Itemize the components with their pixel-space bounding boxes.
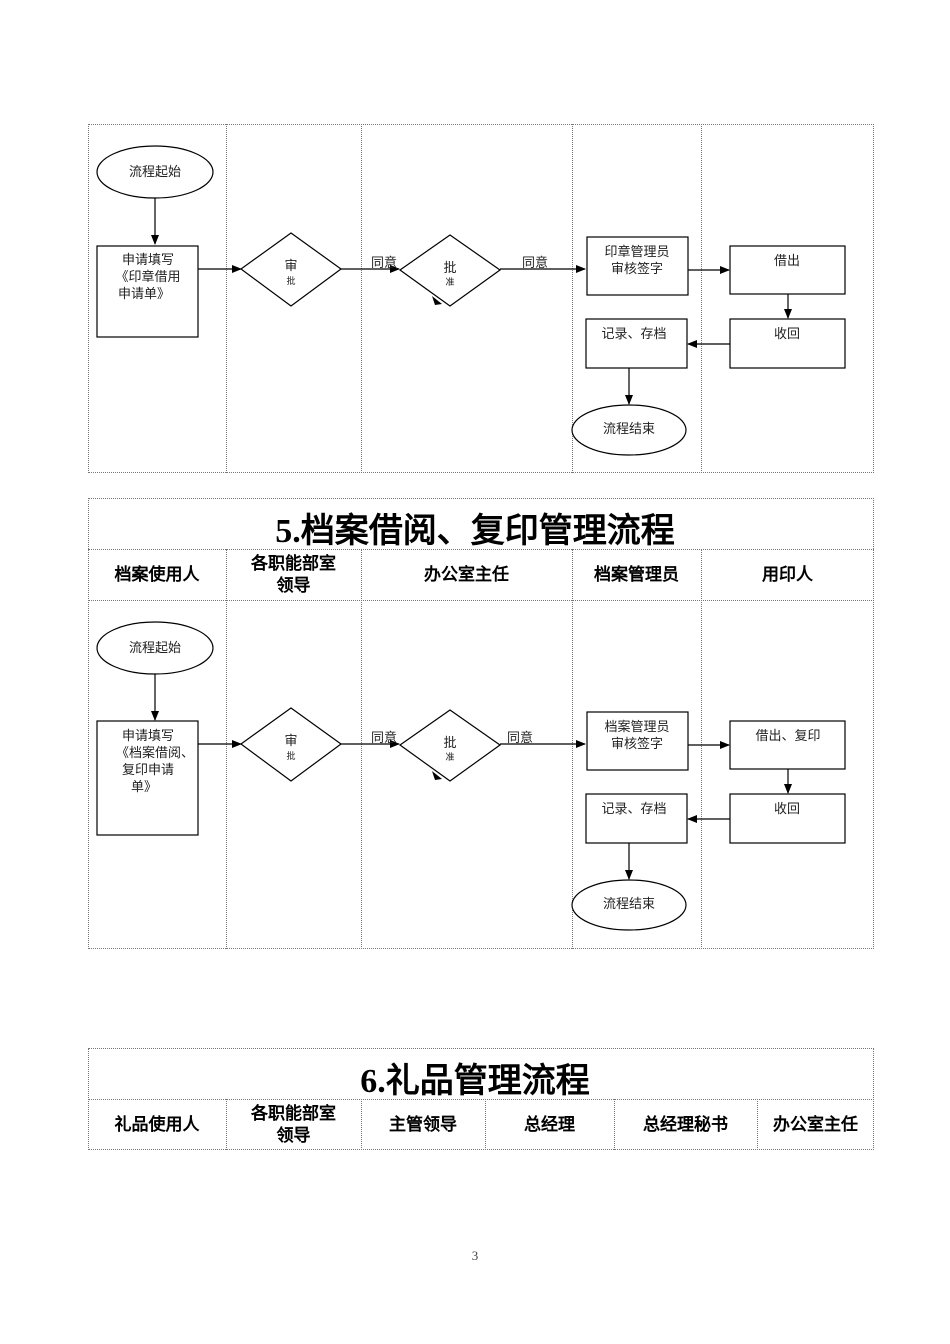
apply-label: 《印章借用 (115, 269, 180, 285)
lane-divider (572, 124, 573, 473)
flow5-diagram: 流程起始 申请填写 《档案借阅、 复印申请 单》 审 批 同意 批 准 同意 档… (96, 621, 846, 931)
lane-header-archive-manager: 档案管理员 (594, 565, 679, 584)
lane-divider (701, 124, 702, 473)
lane-header-gm-secretary: 总经理秘书 (643, 1115, 728, 1134)
manager-sign-label: 审核签字 (611, 261, 663, 277)
flow4-table (88, 124, 874, 473)
lane-divider (226, 124, 227, 473)
start-label: 流程起始 (129, 641, 181, 656)
lend-copy-box (729, 720, 846, 770)
agree-label: 同意 (371, 730, 397, 746)
end-node (571, 879, 687, 931)
lane-header-gift-user: 礼品使用人 (114, 1115, 200, 1134)
arrowhead-small (432, 296, 442, 305)
review-label-clipped: 批 (286, 750, 295, 762)
retrieve-box (729, 318, 846, 369)
lane-divider (485, 1099, 486, 1150)
apply-form-box (96, 720, 199, 836)
manager-sign-label: 审核签字 (611, 736, 663, 752)
apply-label: 《档案借阅、 (116, 746, 194, 761)
row-divider (88, 600, 874, 601)
manager-sign-box (586, 711, 689, 771)
lane-divider (361, 1099, 362, 1150)
record-label: 记录、存档 (601, 802, 666, 817)
lane-divider (361, 549, 362, 949)
approve-label: 批 (443, 261, 456, 276)
lane-header-general-manager: 总经理 (524, 1115, 575, 1134)
flow5-table (88, 498, 874, 949)
end-label: 流程结束 (603, 422, 655, 437)
agree-label: 同意 (371, 255, 397, 271)
approve-label-clipped: 准 (445, 752, 454, 763)
page-number: 3 (471, 1248, 479, 1263)
row-divider (88, 1099, 874, 1100)
approve-label: 批 (443, 736, 456, 751)
retrieve-box (729, 793, 846, 844)
lane-divider (757, 1099, 758, 1150)
apply-label: 申请填写 (122, 729, 174, 744)
lane-divider (614, 1099, 615, 1150)
lane-divider (226, 549, 227, 949)
end-node (571, 404, 687, 456)
record-box (585, 318, 688, 369)
manager-sign-label: 档案管理员 (604, 720, 669, 735)
lane-header-dept-leader: 各职能部室领导 (251, 554, 336, 595)
approve-decision (398, 709, 502, 782)
lane-header-office-director: 办公室主任 (424, 565, 509, 584)
lane-header-dept-leader: 各职能部室领导 (251, 1104, 336, 1145)
record-label: 记录、存档 (601, 327, 666, 342)
review-label: 审 (284, 734, 297, 749)
review-label-clipped: 批 (286, 275, 295, 287)
apply-label: 单》 (131, 780, 157, 795)
manager-sign-label: 印章管理员 (604, 244, 669, 260)
retrieve-label: 收回 (774, 802, 800, 817)
arrowhead-small (432, 771, 442, 780)
record-box (585, 793, 688, 844)
apply-label: 申请填写 (122, 253, 174, 268)
lend-copy-label: 借出、复印 (755, 729, 820, 744)
lane-header-archive-user: 档案使用人 (114, 565, 200, 584)
lane-divider (701, 549, 702, 949)
lane-divider (572, 549, 573, 949)
lane-header-office-director: 办公室主任 (773, 1115, 858, 1134)
flow4-diagram: 流程起始 申请填写 《印章借用 申请单》 审 批 同意 批 准 同意 印章管理员… (96, 145, 846, 456)
lend-label: 借出 (774, 254, 800, 269)
end-label: 流程结束 (603, 897, 655, 912)
review-decision (239, 232, 343, 307)
flow6-title: 6.礼品管理流程 (360, 1063, 590, 1100)
flow5-title: 5.档案借阅、复印管理流程 (275, 513, 675, 550)
row-divider (88, 549, 874, 550)
apply-label: 申请单》 (118, 287, 170, 302)
lane-divider (361, 124, 362, 473)
approve-decision (398, 234, 502, 307)
lane-header-supervisor: 主管领导 (389, 1115, 457, 1134)
apply-form-box (96, 245, 199, 338)
agree-label: 同意 (522, 255, 548, 271)
review-label: 审 (284, 259, 297, 274)
agree-label: 同意 (507, 730, 533, 746)
retrieve-label: 收回 (774, 327, 800, 342)
start-label: 流程起始 (129, 165, 181, 180)
manager-sign-box (586, 236, 689, 296)
lane-divider (226, 1099, 227, 1150)
review-decision (239, 707, 343, 782)
lane-header-seal-user: 用印人 (762, 565, 813, 584)
apply-label: 复印申请 (122, 763, 174, 778)
approve-label-clipped: 准 (445, 277, 454, 288)
